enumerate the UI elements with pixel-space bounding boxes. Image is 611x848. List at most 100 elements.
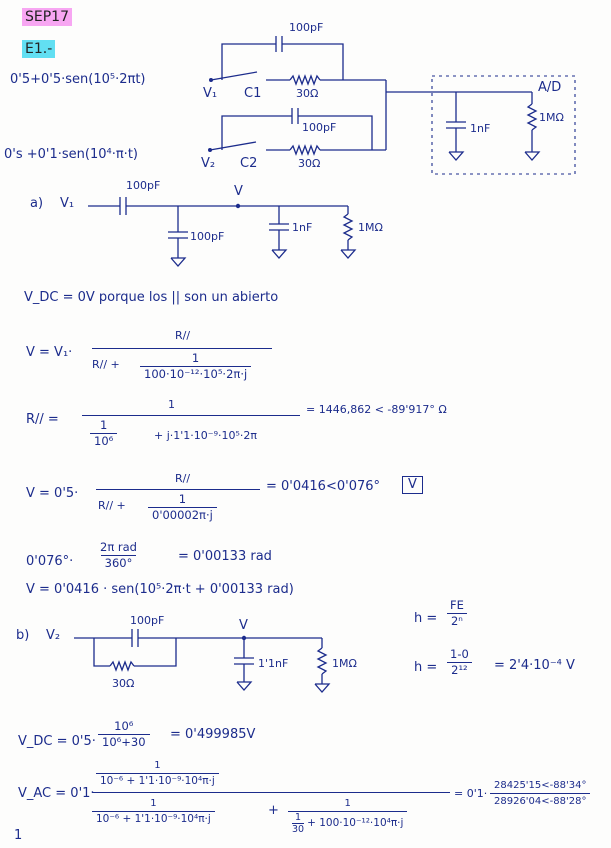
vdc-frac: 10⁶ 10⁶+30 (98, 719, 150, 750)
part-b-par-cap: 100pF (130, 614, 165, 627)
part-a-node-v: V (234, 184, 243, 199)
page-number: 1 (14, 828, 23, 843)
wire-cap2-right (298, 115, 373, 150)
eq1-den-left: R// + (92, 358, 120, 371)
h2-den: 2¹² (447, 662, 472, 678)
h1-frac: FE 2ⁿ (446, 598, 468, 629)
part-b-par-res: 30Ω (112, 677, 135, 690)
eq1-bar (92, 348, 272, 349)
eq1-inner-num: 1 (191, 351, 200, 365)
vac-den2-inner-frac: 1 30 (292, 812, 305, 835)
vac-den2-tail: + 100·10⁻¹²·10⁴π·j (307, 817, 404, 829)
exercise-label-highlight: E1.- (22, 40, 56, 58)
res2-label: 30Ω (298, 157, 321, 170)
course-code: SEP17 (25, 9, 69, 25)
eq4-lhs: 0'076°· (26, 554, 74, 569)
h2-lhs: h = (414, 660, 438, 675)
res1-label: 30Ω (296, 87, 319, 100)
ad-box (431, 75, 576, 175)
part-a-series-cap: 100pF (126, 179, 161, 192)
h1-lhs: h = (414, 611, 438, 626)
cap2-label: 100pF (302, 121, 337, 134)
h2-num: 1-0 (450, 647, 469, 661)
eq1-lhs: V = V₁· (26, 345, 73, 360)
eq2-den-tail: + j·1'1·10⁻⁹·10⁵·2π (154, 429, 258, 442)
vac-den2-inner-den: 30 (292, 823, 305, 835)
wire-cap2-left (221, 115, 292, 150)
switch2-label: C2 (240, 156, 258, 171)
vac-num-frac: 1 10⁻⁶ + 1'1·10⁻⁹·10⁴π·j (96, 758, 219, 789)
exercise-label: E1.- (25, 41, 53, 57)
eq5-line: V = 0'0416 · sen(10⁵·2π·t + 0'00133 rad) (26, 582, 294, 597)
eq2-result: = 1446,862 < -89'917° Ω (306, 403, 447, 416)
h1-num: FE (450, 598, 464, 612)
part-b-label: b) (16, 628, 30, 643)
course-code-highlight: SEP17 (22, 8, 72, 26)
eq3-inner-num: 1 (178, 492, 187, 506)
part-a-shunt-cap: 100pF (190, 230, 225, 243)
eq1-inner-den: 100·10⁻¹²·10⁵·2π·j (140, 366, 252, 382)
a-c1-ground-icon (271, 249, 288, 259)
wire-cap1-left (221, 43, 276, 80)
ad-cap-label: 1nF (470, 122, 491, 135)
resistor-30-bottom (289, 144, 321, 156)
vac-den2-bottom: 1 30 + 100·10⁻¹²·10⁴π·j (288, 811, 408, 835)
part-a-r1: 1MΩ (358, 221, 383, 234)
b-resistor (316, 647, 328, 675)
switch-c2 (209, 141, 257, 151)
vac-result-frac: 28425'15<-88'34° 28926'04<-88'28° (490, 778, 591, 809)
vac-den2-inner-num: 1 (295, 812, 302, 823)
eq3-boxed-unit: V (402, 476, 423, 494)
part-a-label: a) (30, 196, 44, 211)
vac-den2-frac: 1 1 30 + 100·10⁻¹²·10⁴π·j (288, 796, 408, 835)
vac-den1-frac: 1 10⁻⁶ + 1'1·10⁻⁹·10⁴π·j (92, 796, 215, 827)
wire-cap1-right (282, 43, 344, 80)
eq2-inner-frac: 1 10⁶ (90, 418, 118, 449)
eq2-num: 1 (168, 398, 175, 411)
node1-label: V₁ (203, 86, 218, 101)
vac-den1-top: 1 (150, 798, 157, 809)
node2-label: V₂ (201, 156, 216, 171)
b-par-resistor (109, 660, 135, 672)
eq4-num: 2π rad (100, 540, 137, 554)
a-node-v (235, 203, 241, 209)
eq4-frac: 2π rad 360° (96, 540, 141, 571)
b-par-right-lower (134, 638, 177, 667)
eq2-inner-num: 1 (99, 418, 108, 432)
eq3-inner-frac: 1 0'00002π·j (148, 492, 217, 523)
eq2-bar (82, 415, 300, 416)
vdc-statement: V_DC = 0V porque los || son un abierto (24, 290, 279, 305)
vac-lhs: V_AC = 0'1· (18, 786, 95, 801)
eq1-num: R// (175, 329, 191, 342)
a-shunt-ground-icon (170, 257, 187, 267)
h2-frac: 1-0 2¹² (446, 647, 473, 678)
eq1-inner-frac: 1 100·10⁻¹²·10⁵·2π·j (140, 351, 252, 382)
part-b-r1: 1MΩ (332, 657, 357, 670)
vac-num-bottom: 10⁻⁶ + 1'1·10⁻⁹·10⁴π·j (96, 773, 219, 789)
vac-result-pre: = 0'1· (454, 787, 488, 800)
part-b-source: V₂ (46, 628, 61, 643)
eq3-result: = 0'0416<0'076° (266, 479, 381, 494)
source1-expression: 0'5+0'5·sen(10⁵·2πt) (10, 72, 146, 87)
a-resistor (342, 213, 354, 241)
vac-main-bar (92, 792, 450, 793)
vdc-num: 10⁶ (114, 719, 134, 733)
eq4-result: = 0'00133 rad (178, 549, 272, 564)
vac-den2-top: 1 (344, 798, 351, 809)
eq3-lhs: V = 0'5· (26, 486, 79, 501)
vdc-lhs: V_DC = 0'5· (18, 734, 96, 749)
vac-result-num: 28425'15<-88'34° (494, 780, 587, 791)
h1-den: 2ⁿ (446, 613, 467, 629)
source2-expression: 0's +0'1·sen(10⁴·π·t) (4, 147, 138, 162)
vdc-result: = 0'499985V (170, 727, 256, 742)
switch1-label: C1 (244, 86, 262, 101)
ad-cap-ground-icon (448, 151, 465, 161)
part-b-c1: 1'1nF (258, 657, 289, 670)
ad-res-ground-icon (524, 151, 541, 161)
part-a-c1: 1nF (292, 221, 313, 234)
eq2-inner-den: 10⁶ (90, 433, 118, 449)
part-b-node-v: V (239, 618, 248, 633)
b-r1-ground-icon (314, 683, 331, 693)
eq2-lhs: R// = (26, 412, 59, 427)
